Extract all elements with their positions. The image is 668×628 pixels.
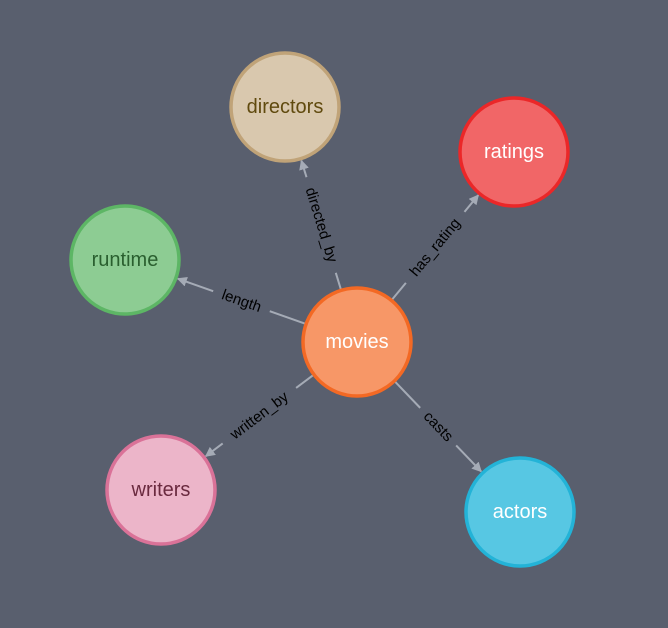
edge-casts[interactable]: casts [394,381,482,473]
edge-arrow [204,442,224,458]
edge-arrow [176,276,214,293]
edge-label: casts [420,408,457,445]
node-label: writers [131,479,191,501]
edge-directed-by[interactable]: directed_by [299,159,342,290]
node-circle[interactable] [458,96,570,208]
node-circle[interactable] [69,204,181,316]
node-circle[interactable] [105,434,217,546]
edge-line [334,272,342,290]
node-circle[interactable] [464,456,576,568]
edge-label: has_rating [406,215,464,280]
edge-line [269,310,306,325]
edge-arrow [463,194,480,213]
node-circle[interactable] [301,286,413,398]
edge-label: length [219,286,263,316]
edge-line [295,374,314,389]
edge-line [394,381,421,409]
node-label: ratings [484,141,544,163]
node-runtime[interactable]: runtime [69,204,181,316]
edge-has-rating[interactable]: has_rating [391,194,480,301]
edge-arrow [455,444,482,473]
edge-label: written_by [226,388,292,444]
node-writers[interactable]: writers [105,434,217,546]
edge-line [391,282,407,301]
node-actors[interactable]: actors [464,456,576,568]
node-label: movies [325,331,388,353]
edge-arrow [299,159,309,178]
node-label: actors [493,501,547,523]
node-ratings[interactable]: ratings [458,96,570,208]
node-circle[interactable] [229,51,341,163]
node-label: runtime [92,249,159,271]
node-directors[interactable]: directors [229,51,341,163]
edge-label: directed_by [302,185,341,265]
edge-written-by[interactable]: written_by [204,374,314,458]
node-movies[interactable]: movies [301,286,413,398]
node-label: directors [247,96,324,118]
edge-length[interactable]: length [176,276,306,325]
